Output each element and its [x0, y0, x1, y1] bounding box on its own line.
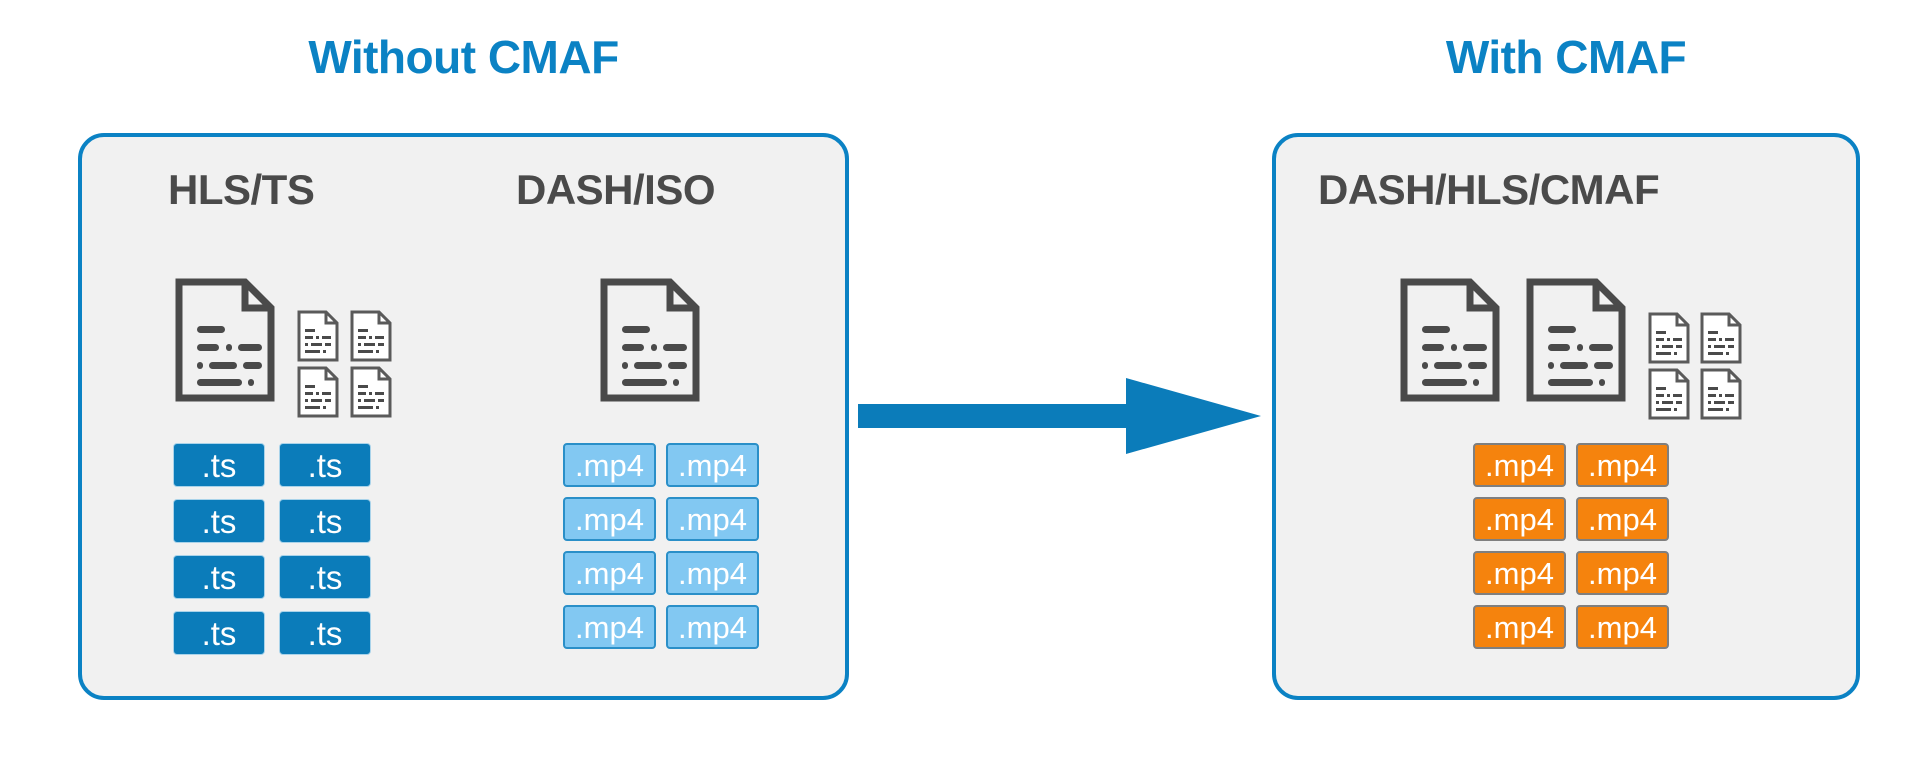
segment-tile-mp4[interactable]: .mp4 [1473, 497, 1566, 541]
segment-tile-mp4[interactable]: .mp4 [1473, 605, 1566, 649]
segment-tile-mp4[interactable]: .mp4 [563, 551, 656, 595]
segment-tile-mp4[interactable]: .mp4 [666, 443, 759, 487]
page-title-without-cmaf: Without CMAF [308, 31, 619, 83]
column-title-dash-hls-cmaf: DASH/HLS/CMAF [1318, 166, 1660, 213]
segment-tile-ts[interactable]: .ts [279, 499, 371, 543]
document-small-icon [297, 366, 339, 418]
segment-grid-mp4-cmaf: .mp4.mp4.mp4.mp4.mp4.mp4.mp4.mp4 [1473, 443, 1669, 649]
segment-tile-ts[interactable]: .ts [279, 611, 371, 655]
segment-tile-ts[interactable]: .ts [279, 555, 371, 599]
segment-tile-mp4[interactable]: .mp4 [1473, 551, 1566, 595]
segment-grid-mp4-iso: .mp4.mp4.mp4.mp4.mp4.mp4.mp4.mp4 [563, 443, 759, 649]
column-title-dash-iso: DASH/ISO [516, 166, 716, 213]
document-small-icon [1648, 312, 1690, 364]
segment-tile-ts[interactable]: .ts [173, 611, 265, 655]
document-small-icon [350, 310, 392, 362]
segment-grid-ts: .ts .ts .ts .ts .ts .ts .ts .ts [173, 443, 371, 655]
document-large-icon [600, 278, 700, 402]
segment-tile-mp4[interactable]: .mp4 [1576, 443, 1669, 487]
segment-tile-mp4[interactable]: .mp4 [563, 497, 656, 541]
segment-tile-mp4[interactable]: .mp4 [666, 605, 759, 649]
segment-tile-mp4[interactable]: .mp4 [666, 497, 759, 541]
column-title-hls-ts: HLS/TS [168, 166, 315, 213]
segment-tile-mp4[interactable]: .mp4 [1473, 443, 1566, 487]
document-small-icon [1700, 312, 1742, 364]
document-small-icon [297, 310, 339, 362]
document-small-icon [350, 366, 392, 418]
segment-tile-ts[interactable]: .ts [173, 443, 265, 487]
panel-with-cmaf [1272, 133, 1860, 700]
segment-tile-ts[interactable]: .ts [173, 499, 265, 543]
segment-tile-mp4[interactable]: .mp4 [563, 443, 656, 487]
transform-arrow-icon [858, 378, 1261, 454]
segment-tile-mp4[interactable]: .mp4 [563, 605, 656, 649]
document-small-icon [1700, 368, 1742, 420]
document-small-icon [1648, 368, 1690, 420]
segment-tile-mp4[interactable]: .mp4 [1576, 497, 1669, 541]
page-title-with-cmaf: With CMAF [1445, 31, 1687, 83]
document-large-icon [1526, 278, 1626, 402]
document-large-icon [175, 278, 275, 402]
segment-tile-ts[interactable]: .ts [173, 555, 265, 599]
segment-tile-mp4[interactable]: .mp4 [1576, 551, 1669, 595]
segment-tile-mp4[interactable]: .mp4 [666, 551, 759, 595]
document-large-icon [1400, 278, 1500, 402]
segment-tile-mp4[interactable]: .mp4 [1576, 605, 1669, 649]
segment-tile-ts[interactable]: .ts [279, 443, 371, 487]
